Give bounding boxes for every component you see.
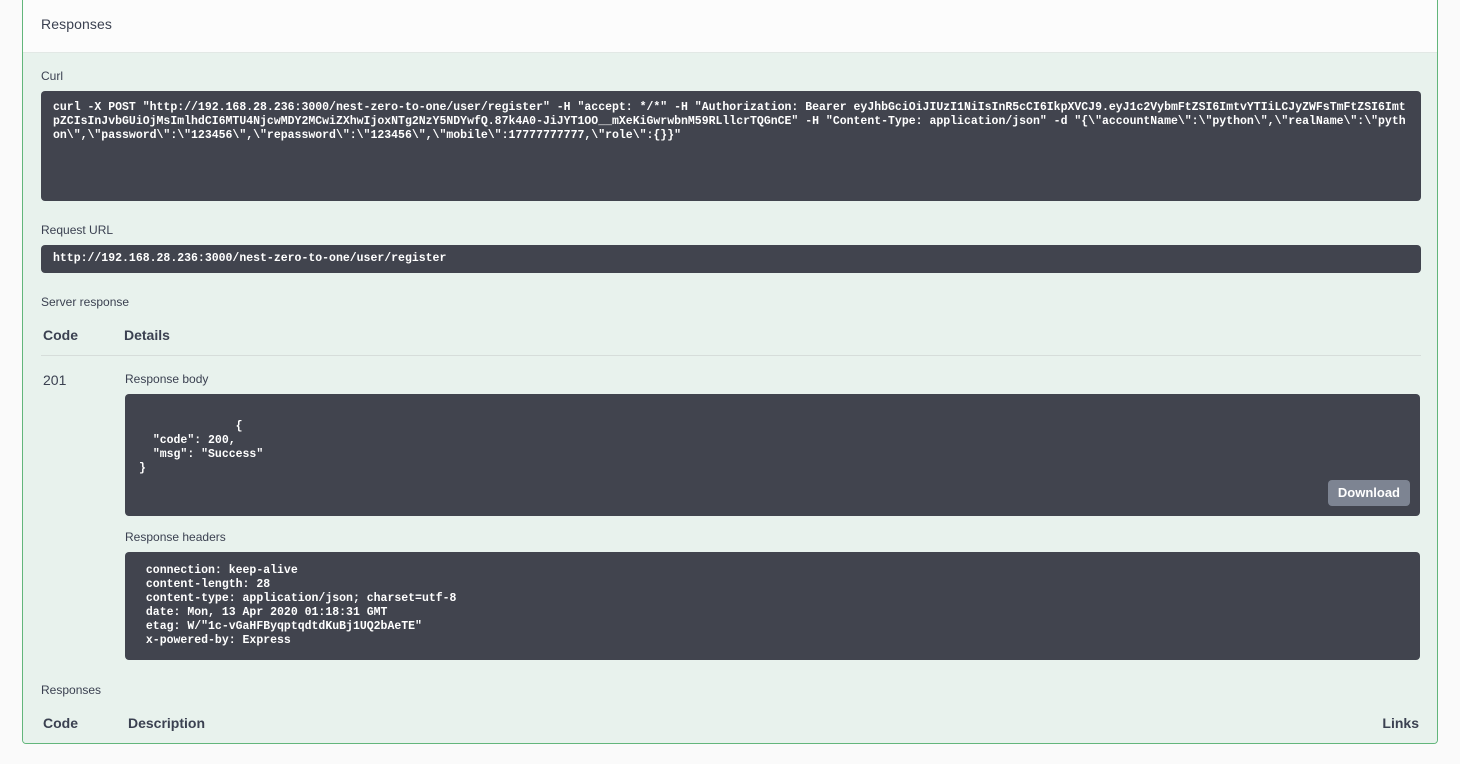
- responses-col-links: Links: [895, 705, 1421, 743]
- responses-list-section: Responses Code Description Links 201 No …: [41, 683, 1421, 745]
- responses-list-label: Responses: [41, 683, 102, 697]
- response-headers-label: Response headers: [125, 530, 226, 544]
- request-url-label: Request URL: [41, 223, 114, 237]
- responses-col-description: Description: [128, 705, 896, 743]
- server-response-label: Server response: [41, 295, 130, 309]
- server-response-table: Code Details 201 Response body { "code":…: [41, 317, 1421, 661]
- responses-row-description: [128, 744, 895, 745]
- table-row: 201 No links: [41, 744, 1421, 745]
- server-response-details: Response body { "code": 200, "msg": "Suc…: [124, 356, 1421, 662]
- request-url-value[interactable]: http://192.168.28.236:3000/nest-zero-to-…: [41, 245, 1421, 273]
- responses-panel: Responses Curl curl -X POST "http://192.…: [22, 0, 1438, 744]
- responses-table: Code Description Links 201 No links: [41, 705, 1421, 745]
- response-headers-block[interactable]: connection: keep-alive content-length: 2…: [125, 552, 1420, 660]
- responses-row-code: 201: [41, 744, 128, 745]
- server-response-code: 201: [43, 372, 67, 388]
- server-response-col-details: Details: [124, 317, 1421, 356]
- responses-body: Curl curl -X POST "http://192.168.28.236…: [23, 53, 1437, 745]
- response-body-label: Response body: [125, 372, 209, 386]
- response-body-text: { "code": 200, "msg": "Success" }: [139, 420, 264, 475]
- responses-header-row: Code Description Links: [41, 705, 1421, 743]
- response-body-block[interactable]: { "code": 200, "msg": "Success" } Downlo…: [125, 394, 1420, 516]
- download-button[interactable]: Download: [1327, 480, 1410, 506]
- server-response-col-code: Code: [41, 317, 124, 356]
- table-row: 201 Response body { "code": 200, "msg": …: [41, 356, 1421, 662]
- responses-header: Responses: [23, 0, 1437, 53]
- responses-header-title: Responses: [41, 15, 112, 32]
- responses-col-code: Code: [41, 705, 128, 743]
- server-response-header-row: Code Details: [41, 317, 1421, 356]
- curl-command-block[interactable]: curl -X POST "http://192.168.28.236:3000…: [41, 91, 1421, 201]
- curl-label: Curl: [41, 69, 64, 83]
